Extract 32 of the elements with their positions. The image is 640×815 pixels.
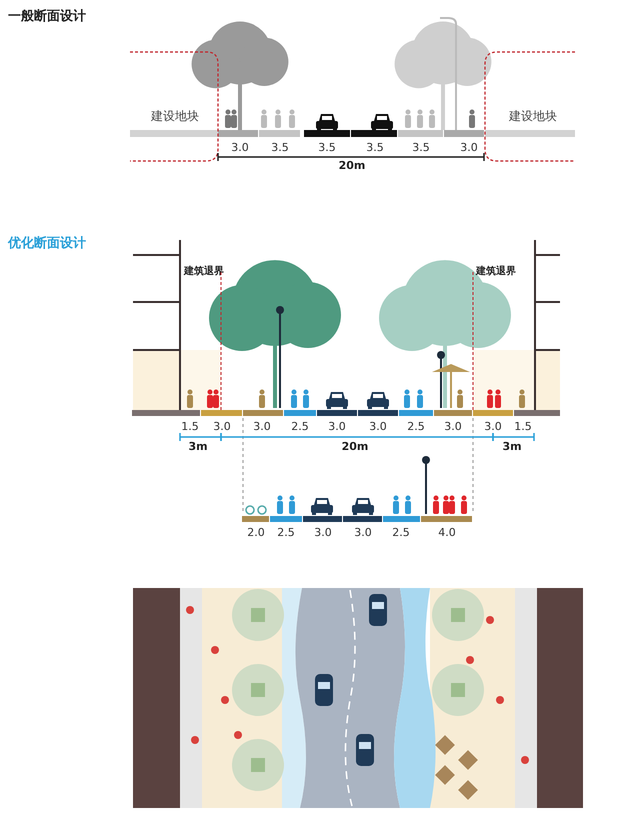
width-value: 3.0	[460, 142, 478, 154]
width-value: 3.0	[354, 527, 372, 540]
width-value: 2.5	[407, 421, 425, 434]
width-value: 4.0	[438, 527, 456, 540]
dimension-value: 3m	[188, 441, 208, 454]
width-value: 2.5	[392, 527, 410, 540]
width-value: 3.0	[314, 527, 332, 540]
setback-label: 建筑退界	[184, 266, 224, 277]
width-value: 2.5	[277, 527, 295, 540]
dimension-value: 20m	[338, 160, 366, 172]
dimension-value: 20m	[342, 441, 368, 454]
section-heading: 优化断面设计	[8, 237, 86, 252]
width-value: 3.0	[484, 421, 502, 434]
width-value: 2.5	[291, 421, 309, 434]
dimension-value: 3m	[502, 441, 522, 454]
width-value: 3.5	[412, 142, 430, 154]
section-heading: 一般断面设计	[8, 10, 86, 24]
setback-label: 建筑退界	[476, 266, 516, 277]
width-value: 3.0	[253, 421, 271, 434]
width-value: 3.5	[318, 142, 336, 154]
width-value: 3.0	[328, 421, 346, 434]
plot-label: 建设地块	[509, 110, 557, 124]
plot-label: 建设地块	[151, 110, 199, 124]
width-value: 3.0	[444, 421, 462, 434]
width-value: 1.5	[181, 421, 199, 434]
width-value: 3.0	[231, 142, 249, 154]
width-value: 1.5	[514, 421, 532, 434]
width-value: 3.0	[369, 421, 387, 434]
width-value: 3.5	[366, 142, 384, 154]
width-value: 3.0	[213, 421, 231, 434]
width-value: 2.0	[247, 527, 265, 540]
width-value: 3.5	[271, 142, 289, 154]
